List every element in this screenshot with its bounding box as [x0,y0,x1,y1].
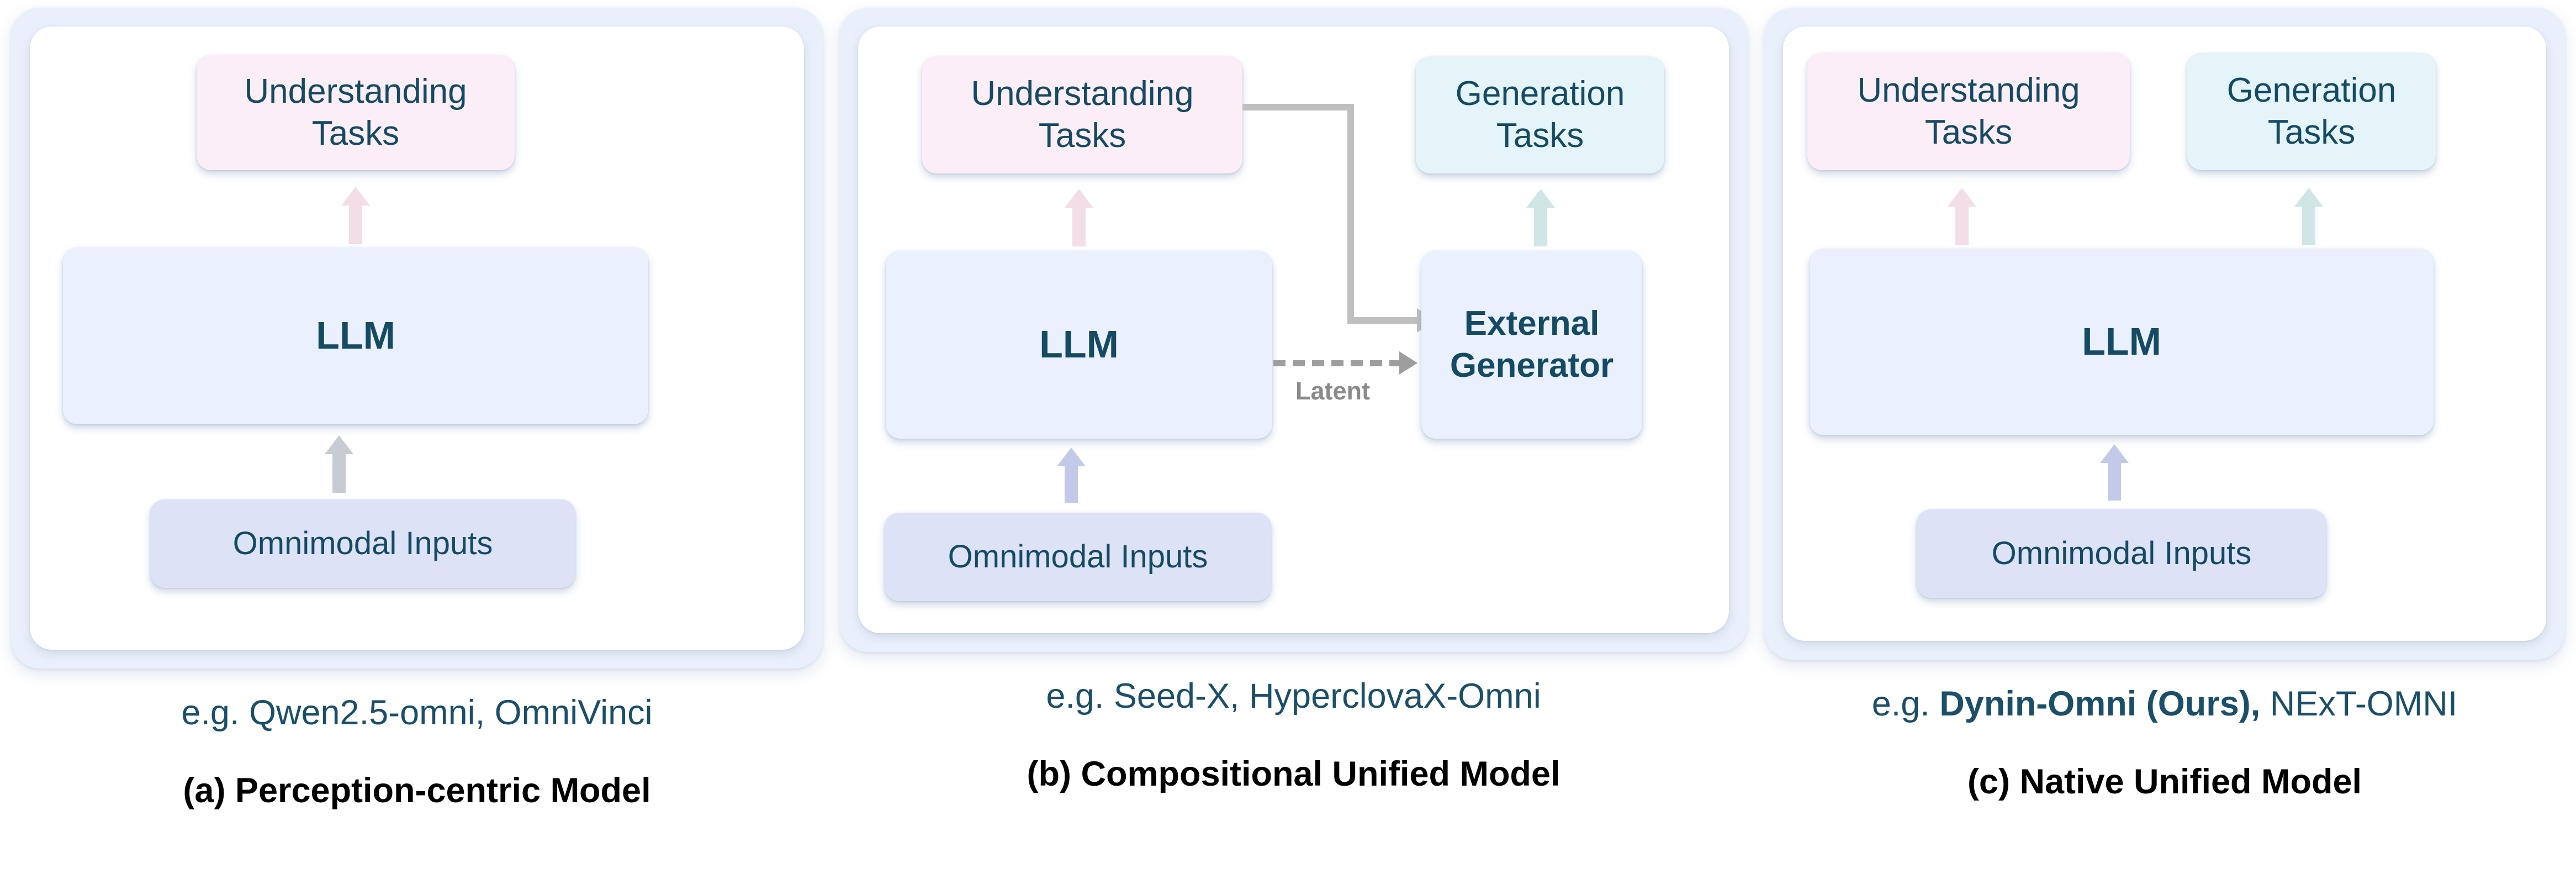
generation-label-line2-b: Tasks [1496,117,1584,155]
understanding-label-line2-b: Tasks [1038,117,1126,155]
panel-b-outer-card: Understanding Tasks Generation Tasks [839,8,1748,652]
node-external-generator-b[interactable]: External Generator [1421,251,1642,439]
node-generation-tasks-b[interactable]: Generation Tasks [1416,56,1664,173]
node-understanding-tasks-c[interactable]: Understanding Tasks [1807,53,2130,170]
understanding-label-line1-a: Understanding [244,72,467,111]
inputs-label-a: Omnimodal Inputs [232,525,493,561]
node-understanding-tasks-a[interactable]: Understanding Tasks [197,55,515,170]
examples-prefix-a: e.g. [181,693,249,732]
subfigure-caption-c: (c) Native Unified Model [1967,762,2362,802]
external-generator-label-line1: External [1464,304,1600,343]
examples-caption-c: e.g. Dynin-Omni (Ours), NExT-OMNI [1872,685,2458,723]
panel-c-outer-card: Understanding Tasks Generation Tasks [1764,8,2565,660]
node-omnimodal-inputs-a[interactable]: Omnimodal Inputs [150,499,575,588]
examples-prefix-c: e.g. [1871,685,1940,723]
panel-c-inner-card: Understanding Tasks Generation Tasks [1783,27,2546,641]
generation-label-line1-b: Generation [1455,75,1625,113]
node-omnimodal-inputs-b[interactable]: Omnimodal Inputs [885,513,1271,601]
latent-edge: Latent [1273,351,1428,427]
examples-caption-b: e.g. Seed-X, HyperclovaX-Omni [1046,677,1541,715]
understanding-label-line2-a: Tasks [311,114,400,152]
node-understanding-tasks-b[interactable]: Understanding Tasks [922,56,1242,173]
examples-prefix-b: e.g. [1046,677,1114,715]
understanding-label-line2-c: Tasks [1924,113,2013,151]
llm-label-a: LLM [316,314,395,357]
panel-native-unified: Understanding Tasks Generation Tasks [1764,8,2565,802]
understanding-label-line1-c: Understanding [1857,71,2080,110]
inputs-label-c: Omnimodal Inputs [1991,535,2252,571]
node-llm-a[interactable]: LLM [63,248,648,424]
latent-edge-label: Latent [1295,377,1370,405]
external-generator-label-line2: Generator [1450,346,1614,385]
examples-caption-a: e.g. Qwen2.5-omni, OmniVinci [181,693,653,732]
panel-compositional-unified: Understanding Tasks Generation Tasks [839,8,1748,794]
generation-label-line1-c: Generation [2226,71,2397,110]
examples-ours-c: Dynin-Omni (Ours), [1939,685,2261,723]
panel-a-outer-card: Understanding Tasks LLM [11,8,823,669]
llm-label-c: LLM [2082,320,2161,364]
examples-rest-c: NExT-OMNI [2260,685,2458,723]
inputs-label-b: Omnimodal Inputs [948,538,1208,575]
connector-understanding-to-external-generator [1242,104,1441,341]
panel-b-inner-card: Understanding Tasks Generation Tasks [858,27,1729,633]
node-llm-b[interactable]: LLM [886,251,1272,439]
panel-perception-centric: Understanding Tasks LLM [11,8,823,810]
subfigure-caption-a: (a) Perception-centric Model [183,771,651,810]
generation-label-line2-c: Tasks [2267,113,2356,151]
node-omnimodal-inputs-c[interactable]: Omnimodal Inputs [1917,509,2326,598]
llm-label-b: LLM [1039,323,1119,366]
examples-list-b: Seed-X, HyperclovaX-Omni [1113,677,1541,715]
subfigure-caption-b: (b) Compositional Unified Model [1027,755,1561,794]
examples-list-a: Qwen2.5-omni, OmniVinci [248,693,653,732]
understanding-label-line1-b: Understanding [971,75,1194,113]
node-generation-tasks-c[interactable]: Generation Tasks [2187,53,2436,170]
node-llm-c[interactable]: LLM [1810,249,2434,435]
panel-a-inner-card: Understanding Tasks LLM [30,27,804,650]
